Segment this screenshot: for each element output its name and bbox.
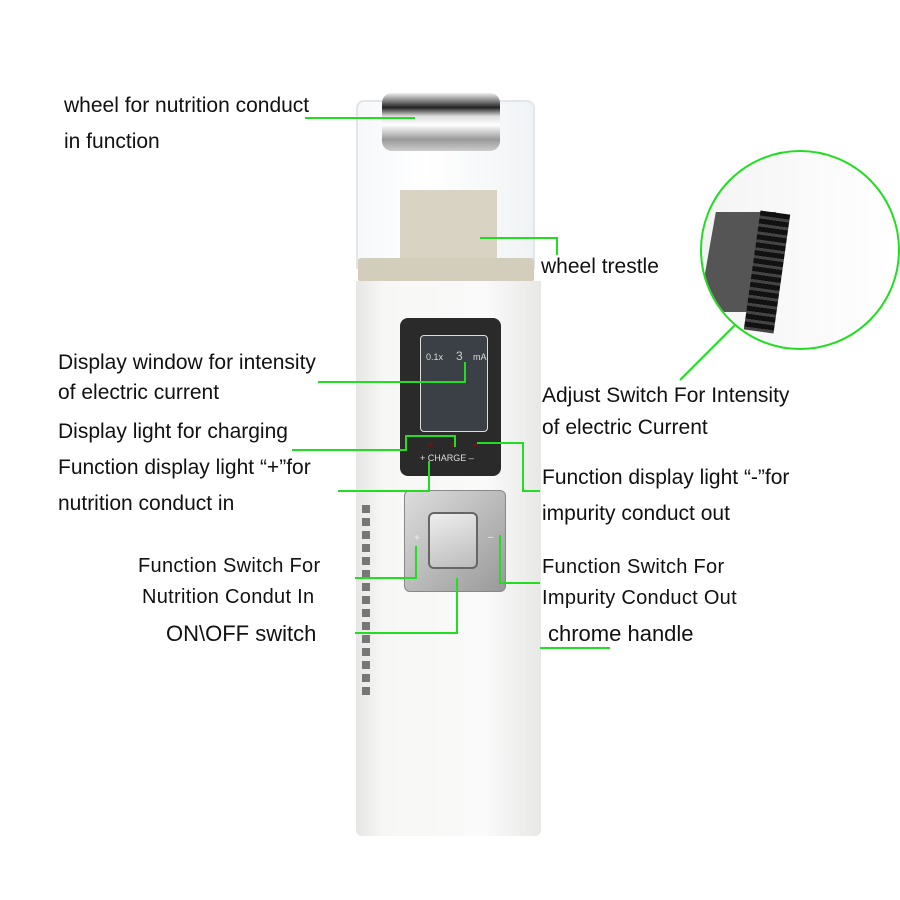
nutrition-switch-button[interactable]: + [414,533,420,544]
leader-onoff [355,578,458,634]
label-wheel-line1: wheel for nutrition conduct [64,94,310,117]
label-display-window: Display window for intensity of electric… [58,345,316,411]
label-wheel: wheel for nutrition conduct in function [64,88,309,160]
screen-unit-left: 0.1x [426,352,444,362]
screen-value: 3 [456,349,463,363]
label-impurity-line1: Function Switch For [542,556,725,578]
label-plus-line1: Function display light “+”for [58,456,311,479]
label-plus-line2: nutrition conduct in [58,492,235,515]
label-adjust-switch: Adjust Switch For Intensity of electric … [542,378,789,446]
label-chrome: chrome handle [548,621,694,646]
label-onoff: ON\OFF switch [166,621,317,646]
label-impurity-line2: Impurity Conduct Out [542,587,737,609]
leader-display [318,362,466,383]
label-impurity-switch: Function Switch For Impurity Conduct Out [542,552,737,614]
label-plus-light: Function display light “+”for nutrition … [58,450,311,522]
leader-adjust [679,324,736,381]
label-trestle: wheel trestle [541,255,659,278]
charge-label: + CHARGE – [420,453,474,463]
label-minus-line2: impurity conduct out [542,502,730,525]
display-screen [420,335,488,432]
wheel-trestle [400,190,497,260]
leader-plus [338,461,430,492]
label-display-line2: of electric current [58,381,220,404]
label-nutrition-line1: Function Switch For [138,555,321,577]
leader-nutrition-switch [355,546,417,579]
leader-impurity-switch [499,535,540,584]
label-adjust-line1: Adjust Switch For Intensity [542,384,790,407]
screen-unit-right: mA [473,352,487,362]
label-nutrition-line2: Nutrition Condut In [142,586,315,608]
leader-charge [292,435,456,451]
label-adjust-line2: of electric Current [542,416,708,439]
label-minus-light: Function display light “-”for impurity c… [542,460,789,532]
label-minus-line1: Function display light “-”for [542,466,790,489]
grip-ridges [362,505,370,700]
label-wheel-line2: in function [64,130,160,153]
onoff-button[interactable] [428,512,478,569]
leader-trestle [480,237,558,255]
beige-collar [358,258,534,282]
leader-minus [477,442,540,492]
label-charging-light: Display light for charging [58,420,288,443]
impurity-switch-button[interactable]: – [488,532,494,543]
roller-wheel [382,93,500,151]
minus-light [473,443,478,447]
charge-light [450,443,455,447]
button-frame [404,490,506,592]
plus-light [428,443,433,447]
label-display-line1: Display window for intensity [58,351,316,374]
label-nutrition-switch: Function Switch For Nutrition Condut In [138,551,320,613]
adjust-switch-inset [700,150,900,350]
